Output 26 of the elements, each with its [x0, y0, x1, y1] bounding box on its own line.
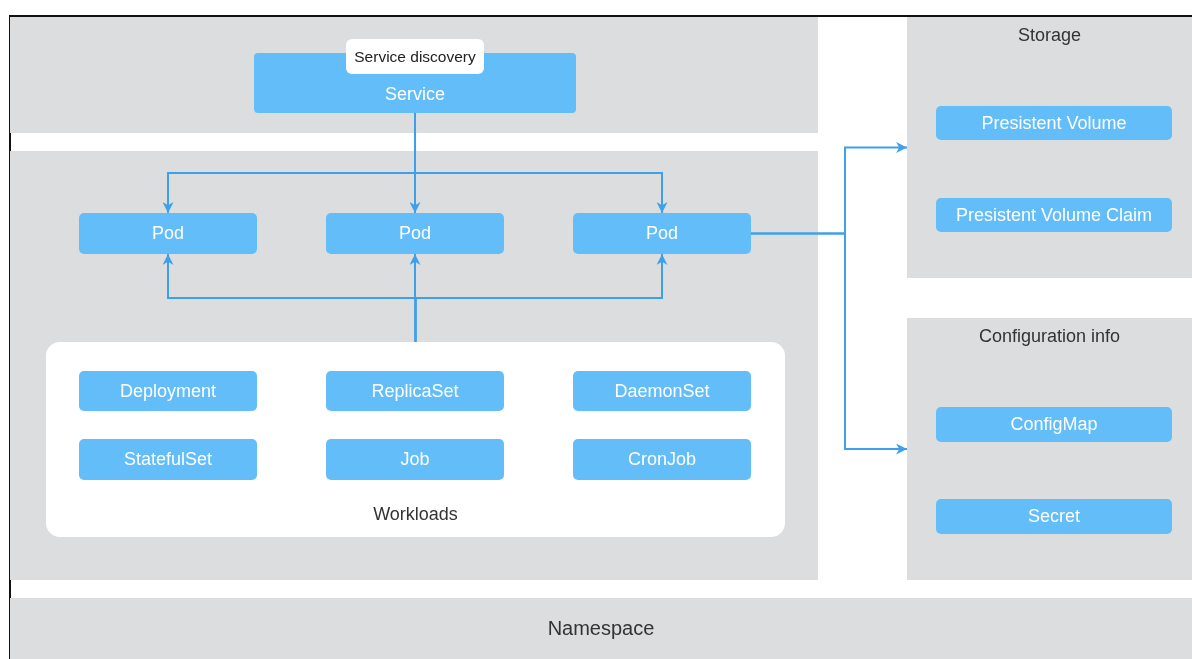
resource-box: ReplicaSet	[326, 371, 504, 411]
namespace-band	[10, 598, 1192, 659]
resource-box: Pod	[326, 213, 504, 254]
group-panel	[907, 318, 1192, 580]
resource-box: ConfigMap	[936, 407, 1172, 442]
resource-box: StatefulSet	[79, 439, 257, 480]
background-band	[10, 151, 818, 580]
resource-box: Deployment	[79, 371, 257, 411]
band-title: Namespace	[547, 617, 655, 640]
resource-box: DaemonSet	[573, 371, 751, 411]
resource-box: Presistent Volume	[936, 106, 1172, 140]
arrow	[750, 232, 908, 455]
resource-box: Pod	[79, 213, 257, 254]
resource-box: Job	[326, 439, 504, 480]
resource-box: Pod	[573, 213, 751, 254]
group-panel	[907, 17, 1192, 278]
panel-title: Workloads	[373, 504, 458, 525]
background-band	[10, 17, 818, 133]
panel-title: Configuration info	[978, 326, 1121, 347]
resource-box: CronJob	[573, 439, 751, 480]
panel-title: Storage	[1017, 25, 1081, 46]
resource-box: Presistent Volume Claim	[936, 198, 1172, 232]
arrow	[414, 253, 668, 343]
workloads-panel	[46, 342, 785, 537]
resource-box: Secret	[936, 499, 1172, 534]
heading-label: Service discovery	[346, 39, 484, 74]
